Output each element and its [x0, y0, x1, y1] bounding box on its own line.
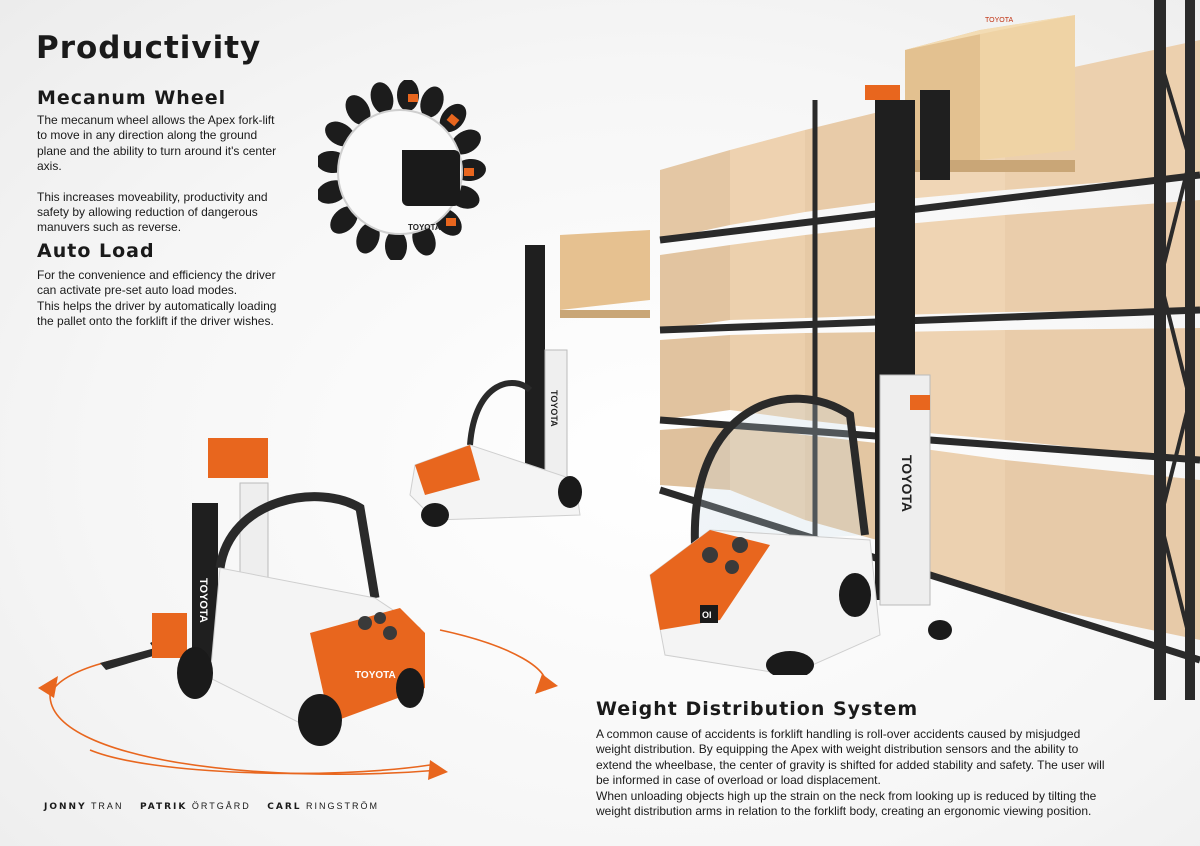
- right-brand-label: TOYOTA: [899, 455, 915, 512]
- autoload-text: For the convenience and efficiency the d…: [37, 268, 287, 330]
- right-badge: [700, 605, 718, 623]
- weight-para-2: When unloading objects high up the strai…: [596, 788, 1097, 819]
- right-orange-panel: [650, 530, 770, 630]
- right-mast-cap: [865, 85, 900, 100]
- mecanum-heading: Mecanum Wheel: [37, 87, 227, 109]
- weight-heading: Weight Distribution System: [596, 698, 919, 720]
- wheels: [177, 647, 424, 746]
- right-wheels: [766, 573, 952, 675]
- wheel-motor: [402, 150, 460, 206]
- autoload-heading: Auto Load: [37, 240, 155, 262]
- autoload-para-2: This helps the driver by automatically l…: [37, 298, 277, 329]
- mast-top-plate: [208, 438, 268, 478]
- right-mast-front: [879, 374, 931, 606]
- right-cab-frame: [690, 394, 869, 546]
- middle-wheels: [421, 476, 582, 527]
- box-brand-label: TOYOTA: [985, 17, 1013, 24]
- middle-pallet: [560, 310, 650, 318]
- rotation-arrowheads: [38, 674, 558, 780]
- cab-frame: [215, 492, 380, 599]
- weight-text: A common cause of accidents is forklift …: [596, 727, 1108, 819]
- right-carriage: [920, 90, 950, 180]
- middle-orange-panel: [415, 445, 480, 495]
- body-orange-panel: [310, 608, 425, 723]
- autoload-para-1: For the convenience and efficiency the d…: [37, 268, 276, 298]
- middle-mast: [525, 245, 545, 475]
- roof-sensors: [358, 612, 397, 640]
- mast-brand-label: TOYOTA: [197, 578, 209, 623]
- body-brand-label: TOYOTA: [355, 670, 396, 681]
- forklift-right: TOYOTA OI: [649, 85, 952, 675]
- right-roof-sensors: [702, 537, 748, 574]
- fork-carriage: [152, 613, 187, 658]
- credit-3: CARL RINGSTRÖM: [267, 801, 380, 812]
- mecanum-wheel-illustration: TOYOTA: [318, 80, 486, 260]
- page-title: Productivity: [36, 30, 262, 66]
- mecanum-para-1: The mecanum wheel allows the Apex fork-l…: [37, 113, 277, 174]
- wheel-brand-label: TOYOTA: [408, 223, 441, 232]
- right-badge-label: OI: [702, 610, 712, 620]
- rotation-arrows: [38, 629, 558, 780]
- mecanum-para-2: This increases moveability, productivity…: [37, 189, 268, 235]
- middle-cab-frame: [467, 380, 533, 446]
- credit-2: PATRIK ÖRTGÅRD: [139, 801, 251, 812]
- rack-frame: [658, 0, 1200, 700]
- rack-bracing: [1158, 59, 1192, 641]
- right-mast-accent: [910, 395, 930, 410]
- mecanum-text: The mecanum wheel allows the Apex fork-l…: [37, 113, 287, 236]
- credit-1: JONNY TRAN: [44, 801, 124, 812]
- middle-brand-label: TOYOTA: [549, 390, 559, 427]
- forklift-middle: TOYOTA: [409, 230, 650, 527]
- middle-box: [560, 230, 650, 310]
- weight-para-1: A common cause of accidents is forklift …: [596, 727, 1105, 788]
- forklift-front-left: TOYOTA TOYOTA: [100, 438, 425, 746]
- credits: JONNY TRAN PATRIK ÖRTGÅRD CARL RINGSTRÖM: [44, 801, 391, 812]
